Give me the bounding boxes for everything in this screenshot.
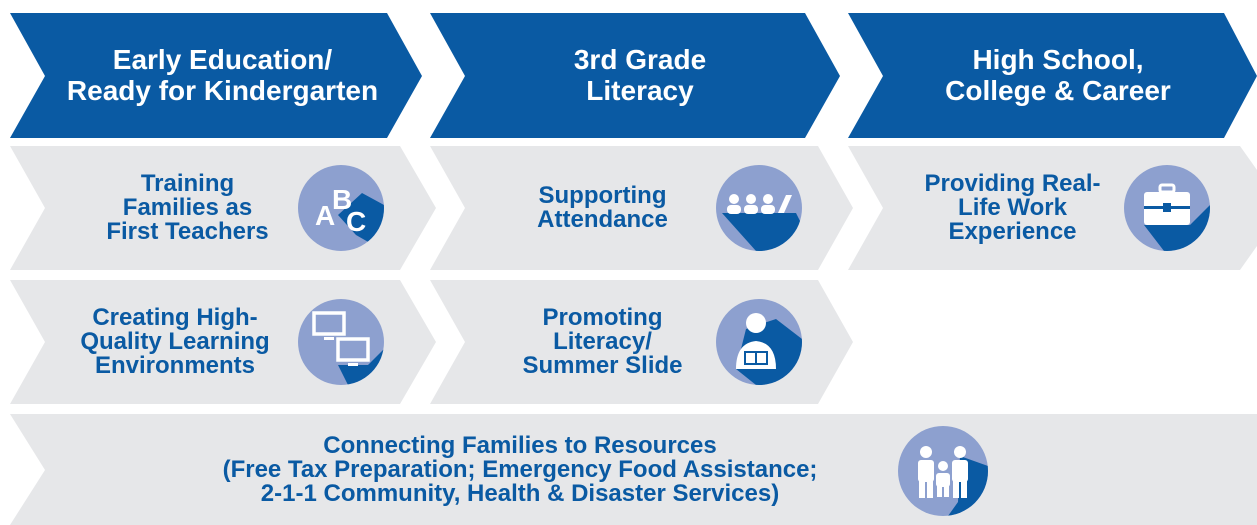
- svg-text:C: C: [346, 206, 366, 237]
- stage-chevron-high-school: [848, 13, 1257, 138]
- person-reading-icon: [716, 299, 802, 385]
- svg-text:B: B: [332, 184, 352, 215]
- stage-high-school-label: High School, College & Career: [945, 44, 1171, 106]
- briefcase-icon: [1124, 165, 1210, 251]
- item-supporting-attendance-label: Supporting Attendance: [537, 182, 668, 233]
- item-promoting-literacy-label: Promoting Literacy/ Summer Slide: [522, 304, 683, 379]
- computer-monitors-icon: [298, 299, 384, 385]
- abc-letters-icon: A B C: [298, 165, 384, 251]
- svg-text:A: A: [315, 200, 335, 231]
- family-icon: [898, 426, 988, 516]
- item-high-quality-learning-label: Creating High- Quality Learning Environm…: [80, 304, 270, 379]
- stage-3rd-grade-label: 3rd Grade Literacy: [573, 44, 707, 106]
- resources-banner-label: Connecting Families to Resources (Free T…: [222, 431, 818, 507]
- stage-early-education-label: Early Education/ Ready for Kindergarten: [66, 44, 379, 106]
- item-real-life-work-label: Providing Real- Life Work Experience: [924, 170, 1101, 245]
- stage-chevron-3rd-grade: [430, 13, 840, 138]
- stage-chevron-early-education: [10, 13, 422, 138]
- people-group-icon: [716, 165, 802, 251]
- item-training-families-label: Training Families as First Teachers: [106, 170, 269, 245]
